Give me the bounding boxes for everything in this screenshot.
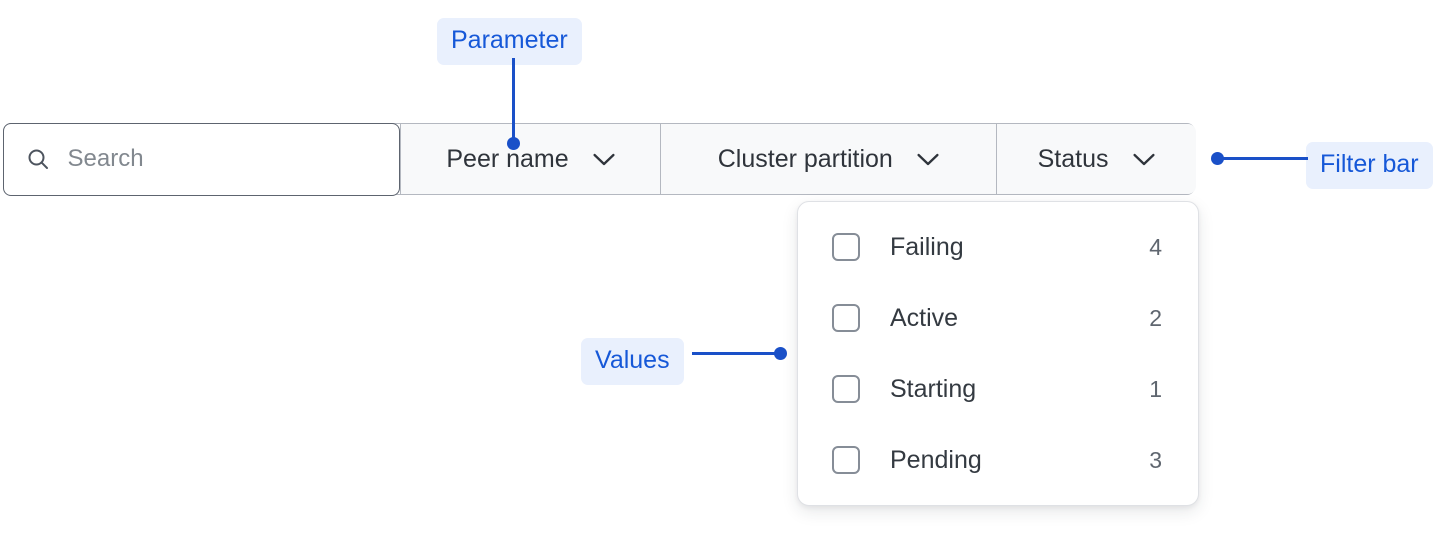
filter-segment-peer-name[interactable]: Peer name [400, 124, 660, 194]
dropdown-option[interactable]: Starting 1 [832, 368, 1162, 410]
dropdown-option[interactable]: Failing 4 [832, 226, 1162, 268]
search-field[interactable] [2, 122, 401, 196]
checkbox-starting[interactable] [832, 375, 860, 403]
dropdown-option[interactable]: Active 2 [832, 297, 1162, 339]
dropdown-option-label: Pending [890, 445, 982, 474]
checkbox-active[interactable] [832, 304, 860, 332]
filter-bar: Peer name Cluster partition Status [2, 122, 1196, 196]
chevron-down-icon [1132, 153, 1155, 165]
filter-segment-label: Status [1037, 144, 1109, 173]
search-input[interactable] [67, 145, 368, 173]
annotation-anchor-dot-filter-bar [1211, 152, 1224, 165]
dropdown-option-label: Active [890, 303, 959, 332]
search-icon [28, 149, 48, 169]
annotation-leader-line-parameter [512, 58, 515, 144]
filter-segment-label: Peer name [446, 144, 569, 173]
dropdown-option[interactable]: Pending 3 [832, 439, 1162, 481]
dropdown-option-count: 3 [1149, 446, 1162, 473]
annotation-label-parameter: Parameter [437, 18, 582, 65]
annotation-label-filter-bar: Filter bar [1306, 142, 1433, 189]
annotation-label-values: Values [581, 338, 684, 385]
dropdown-option-count: 1 [1149, 375, 1162, 402]
dropdown-option-label: Starting [890, 374, 977, 403]
filter-segment-cluster-partition[interactable]: Cluster partition [659, 124, 996, 194]
annotation-anchor-dot-values [774, 347, 787, 360]
annotation-leader-line-filter-bar [1222, 157, 1308, 160]
chevron-down-icon [917, 153, 939, 165]
filter-segment-status[interactable]: Status [995, 124, 1196, 194]
annotation-leader-line-values [692, 352, 780, 355]
dropdown-option-label: Failing [890, 232, 964, 261]
checkbox-pending[interactable] [832, 446, 860, 474]
annotation-anchor-dot-parameter [507, 137, 520, 150]
chevron-down-icon [593, 153, 615, 165]
filter-segment-label: Cluster partition [717, 144, 893, 173]
dropdown-option-count: 2 [1149, 304, 1162, 331]
dropdown-option-count: 4 [1149, 233, 1162, 260]
checkbox-failing[interactable] [832, 233, 860, 261]
status-dropdown-panel: Failing 4 Active 2 Starting 1 Pending 3 [797, 201, 1199, 506]
